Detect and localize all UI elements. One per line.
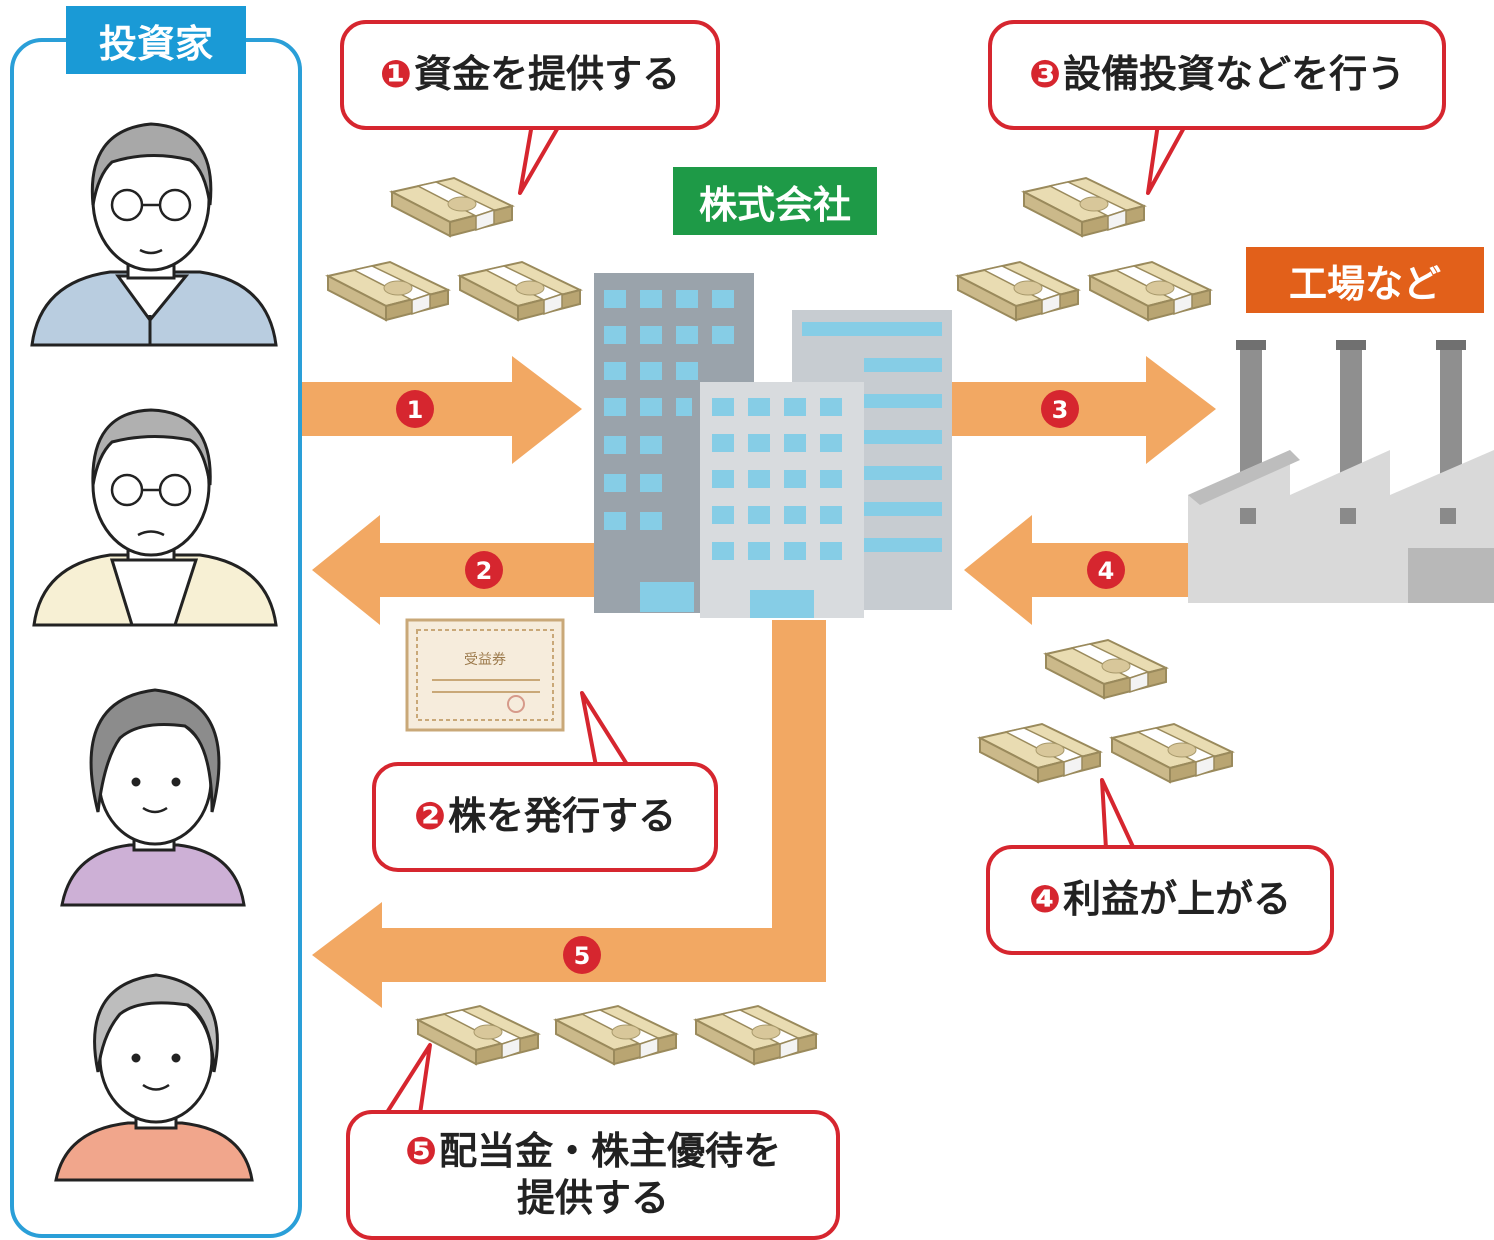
- money-stack: [391, 177, 513, 237]
- arrow-badge-1: [396, 390, 434, 428]
- money-stack: [417, 1005, 539, 1065]
- company-building-icon: [594, 273, 952, 618]
- callout-2-text: 株を発行する: [448, 794, 677, 839]
- arrow-2: [312, 515, 600, 625]
- money-stack: [1111, 723, 1233, 783]
- investor-elder-glasses: [32, 408, 278, 627]
- arrow-badge-5-label: 5: [574, 942, 591, 970]
- callout-tail-2: [580, 691, 630, 768]
- investor-label: 投資家: [66, 6, 246, 74]
- investor-elder-woman: [54, 973, 254, 1182]
- arrow-badge-3-label: 3: [1052, 396, 1069, 424]
- arrow-badges: 1 2 3 4 5: [396, 390, 1125, 974]
- factory-icon: [1188, 340, 1494, 603]
- callout-5-line-1: ❺配当金・株主優待を: [405, 1128, 781, 1176]
- callout-4-text: 利益が上がる: [1063, 877, 1292, 922]
- callout-tail-3: [1146, 122, 1188, 195]
- callout-1-number: ❶: [379, 52, 413, 97]
- factory-label: 工場など: [1246, 247, 1484, 313]
- arrow-5: [312, 620, 826, 1008]
- money-stack: [979, 723, 1101, 783]
- arrow-1: [302, 356, 582, 464]
- callout-5-number: ❺: [404, 1128, 438, 1173]
- callout-5-text: 配当金・株主優待を: [439, 1128, 782, 1173]
- money-stack: [695, 1005, 817, 1065]
- money-stack: [555, 1005, 677, 1065]
- callout-tail-1: [518, 122, 562, 195]
- investor-man-glasses: [30, 122, 278, 347]
- money-stack: [1023, 177, 1145, 237]
- arrow-3: [952, 356, 1216, 464]
- company-label: 株式会社: [673, 167, 877, 235]
- callout-5: ❺配当金・株主優待を 提供する: [346, 1110, 840, 1240]
- money-stack: [1045, 639, 1167, 699]
- arrow-badge-2-label: 2: [476, 557, 493, 585]
- callout-1-text: 資金を提供する: [414, 52, 681, 97]
- arrow-badge-1-label: 1: [407, 396, 424, 424]
- callout-4-number: ❹: [1028, 877, 1062, 922]
- stock-certificate-icon: 受益券: [405, 618, 565, 732]
- callout-tail-5: [384, 1043, 432, 1116]
- money-stack: [459, 261, 581, 321]
- money-stack: [327, 261, 449, 321]
- arrow-badge-2: [465, 551, 503, 589]
- arrow-badge-4-label: 4: [1098, 557, 1115, 585]
- arrow-badge-5: [563, 936, 601, 974]
- investor-woman: [60, 688, 246, 907]
- arrow-4: [964, 515, 1190, 625]
- certificate-title: 受益券: [464, 652, 506, 668]
- arrow-badge-3: [1041, 390, 1079, 428]
- callout-3-number: ❸: [1028, 52, 1062, 97]
- callout-5-line-2: 提供する: [516, 1176, 669, 1220]
- money-stack: [957, 261, 1079, 321]
- callout-3-text: 設備投資などを行う: [1063, 52, 1406, 97]
- callout-2-number: ❷: [413, 794, 447, 839]
- arrow-group: [302, 356, 1216, 1008]
- money-stack: [1089, 261, 1211, 321]
- callout-tail-4: [1100, 778, 1136, 851]
- arrow-badge-4: [1087, 551, 1125, 589]
